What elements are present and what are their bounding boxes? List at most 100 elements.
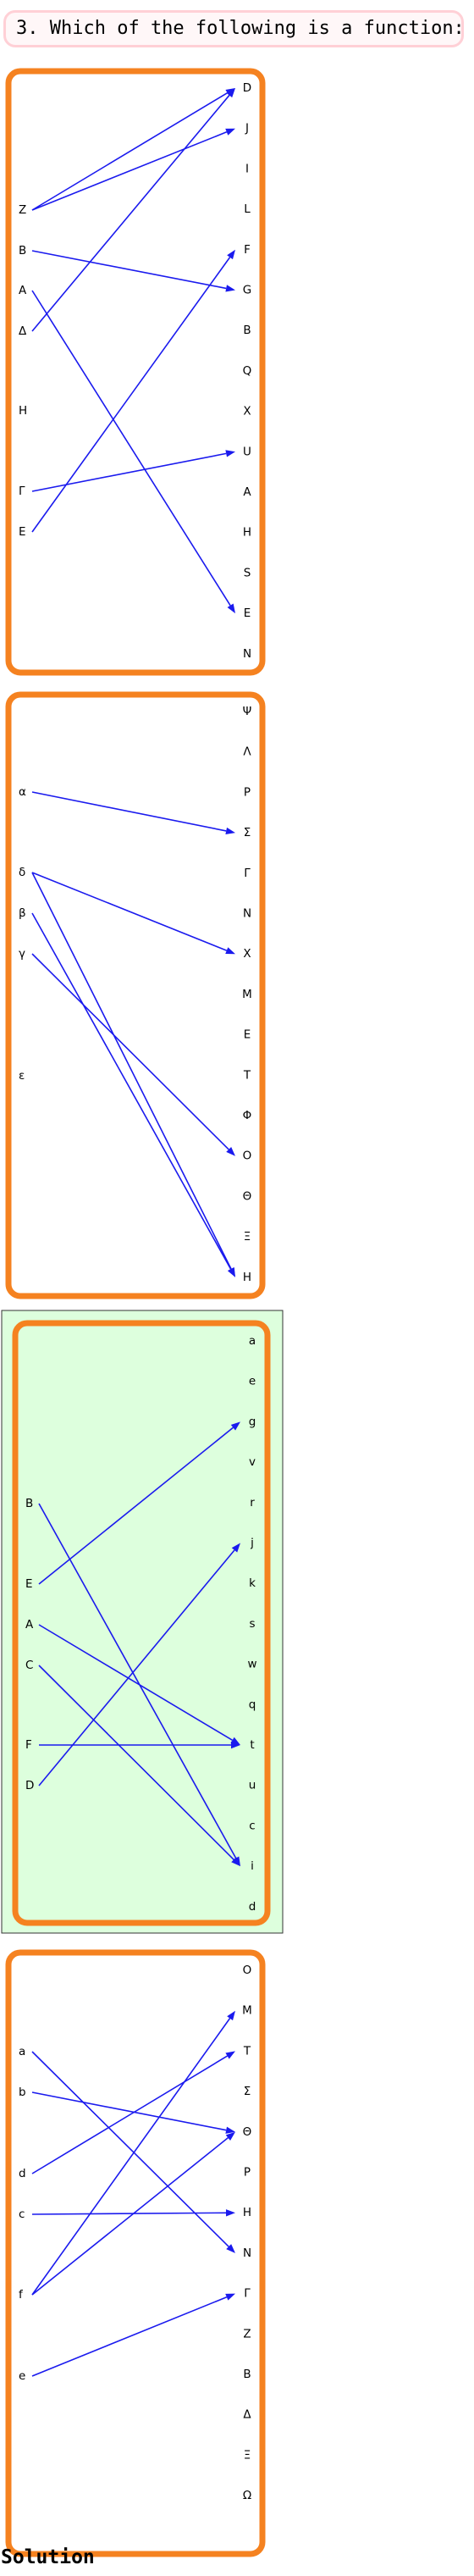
codomain-label: N bbox=[243, 2246, 251, 2260]
mapping-arrow bbox=[39, 1741, 240, 1749]
codomain-label: Τ bbox=[243, 1068, 251, 1082]
domain-label: β bbox=[19, 906, 26, 920]
domain-label: D bbox=[25, 1779, 34, 1792]
diagram-frame bbox=[5, 68, 266, 676]
codomain-label: Ω bbox=[243, 2489, 251, 2502]
codomain-label: Θ bbox=[243, 2125, 252, 2139]
codomain-label: Σ bbox=[244, 826, 251, 839]
mapping-diagram-4[interactable]: a b d c f e O M T Σ Θ P H N Γ Z B Δ Ξ Ω bbox=[5, 1949, 266, 2557]
domain-label: c bbox=[19, 2208, 25, 2221]
codomain-label: Γ bbox=[244, 2287, 251, 2301]
codomain-label: F bbox=[244, 243, 251, 257]
codomain-label: M bbox=[242, 2004, 252, 2018]
domain-label: E bbox=[19, 525, 26, 539]
codomain-label: Χ bbox=[243, 947, 251, 961]
codomain-label: Ε bbox=[244, 1028, 251, 1042]
codomain-label: Η bbox=[243, 1271, 251, 1284]
domain-label: d bbox=[19, 2167, 26, 2180]
codomain-label: E bbox=[244, 607, 251, 620]
mapping-arrow bbox=[31, 2051, 235, 2174]
codomain-label: Z bbox=[243, 2327, 251, 2341]
codomain-label: L bbox=[244, 202, 251, 216]
codomain-label: Ψ bbox=[243, 705, 252, 718]
codomain-label: u bbox=[249, 1779, 256, 1792]
codomain-label: B bbox=[243, 324, 251, 337]
codomain-label: w bbox=[247, 1658, 256, 1671]
domain-label: a bbox=[19, 2045, 25, 2058]
domain-label: b bbox=[19, 2086, 26, 2099]
mapping-arrow bbox=[31, 872, 235, 955]
domain-label: B bbox=[19, 244, 26, 258]
codomain-label: I bbox=[245, 162, 249, 175]
mapping-arrow bbox=[31, 249, 235, 533]
codomain-label: Ρ bbox=[244, 785, 251, 799]
domain-label: A bbox=[19, 284, 27, 297]
codomain-label: c bbox=[249, 1819, 255, 1832]
codomain-label: D bbox=[243, 81, 251, 95]
codomain-label: q bbox=[249, 1698, 256, 1711]
mapping-arrow bbox=[31, 2293, 235, 2377]
codomain-label: T bbox=[243, 2044, 251, 2058]
codomain-label: Ξ bbox=[244, 2448, 251, 2462]
domain-label: A bbox=[25, 1618, 34, 1631]
diagram-frame bbox=[12, 1320, 271, 1926]
domain-label: C bbox=[25, 1659, 33, 1672]
domain-label: e bbox=[19, 2369, 25, 2383]
mapping-arrow bbox=[31, 2091, 235, 2134]
correct-answer-highlight bbox=[1, 1310, 284, 1934]
mapping-arrow bbox=[31, 912, 235, 1277]
domain-label: α bbox=[19, 785, 26, 799]
codomain-label: O bbox=[243, 1964, 252, 1977]
codomain-label: Σ bbox=[244, 2085, 251, 2098]
codomain-label: B bbox=[243, 2368, 251, 2381]
codomain-label: i bbox=[251, 1859, 254, 1873]
codomain-label: Φ bbox=[243, 1109, 252, 1122]
codomain-label: g bbox=[249, 1415, 256, 1428]
codomain-label: Q bbox=[243, 364, 252, 378]
codomain-label: Μ bbox=[242, 988, 252, 1001]
mapping-arrow bbox=[31, 953, 235, 1156]
mapping-arrow bbox=[38, 1421, 240, 1585]
domain-label: δ bbox=[19, 866, 25, 879]
mapping-arrow bbox=[31, 2010, 235, 2296]
domain-label: ε bbox=[19, 1069, 25, 1083]
mapping-arrow bbox=[31, 2131, 235, 2296]
domain-label: γ bbox=[19, 947, 25, 961]
diagram-frame bbox=[5, 1949, 266, 2557]
domain-label: E bbox=[25, 1577, 33, 1591]
codomain-label: Δ bbox=[243, 2408, 251, 2422]
codomain-label: A bbox=[243, 485, 251, 499]
mapping-arrow bbox=[31, 250, 235, 292]
codomain-label: G bbox=[243, 284, 251, 297]
domain-label: f bbox=[19, 2288, 24, 2302]
codomain-label: Ξ bbox=[244, 1230, 251, 1244]
codomain-label: v bbox=[249, 1455, 256, 1469]
mapping-arrow bbox=[38, 1665, 240, 1867]
codomain-label: r bbox=[250, 1496, 255, 1510]
codomain-label: N bbox=[243, 647, 251, 661]
domain-label: Γ bbox=[19, 485, 25, 498]
question-text: 3. Which of the following is a function: bbox=[3, 10, 465, 47]
codomain-label: J bbox=[245, 122, 249, 136]
codomain-label: P bbox=[244, 2166, 251, 2180]
codomain-label: S bbox=[244, 566, 251, 579]
codomain-label: H bbox=[243, 2206, 251, 2219]
mapping-arrow bbox=[31, 2209, 235, 2217]
codomain-label: Ν bbox=[243, 907, 251, 921]
solution-label: Solution bbox=[1, 2546, 95, 2568]
domain-label: Z bbox=[19, 203, 26, 217]
mapping-arrow bbox=[31, 791, 235, 835]
domain-label: Δ bbox=[19, 324, 27, 338]
codomain-label: k bbox=[249, 1576, 256, 1590]
mapping-arrow bbox=[31, 450, 235, 492]
codomain-label: Γ bbox=[244, 867, 251, 880]
mapping-arrow bbox=[31, 88, 235, 332]
mapping-arrow bbox=[31, 2051, 235, 2253]
mapping-arrow bbox=[31, 290, 235, 614]
mapping-arrow bbox=[38, 1543, 240, 1787]
codomain-label: Ο bbox=[243, 1150, 252, 1163]
